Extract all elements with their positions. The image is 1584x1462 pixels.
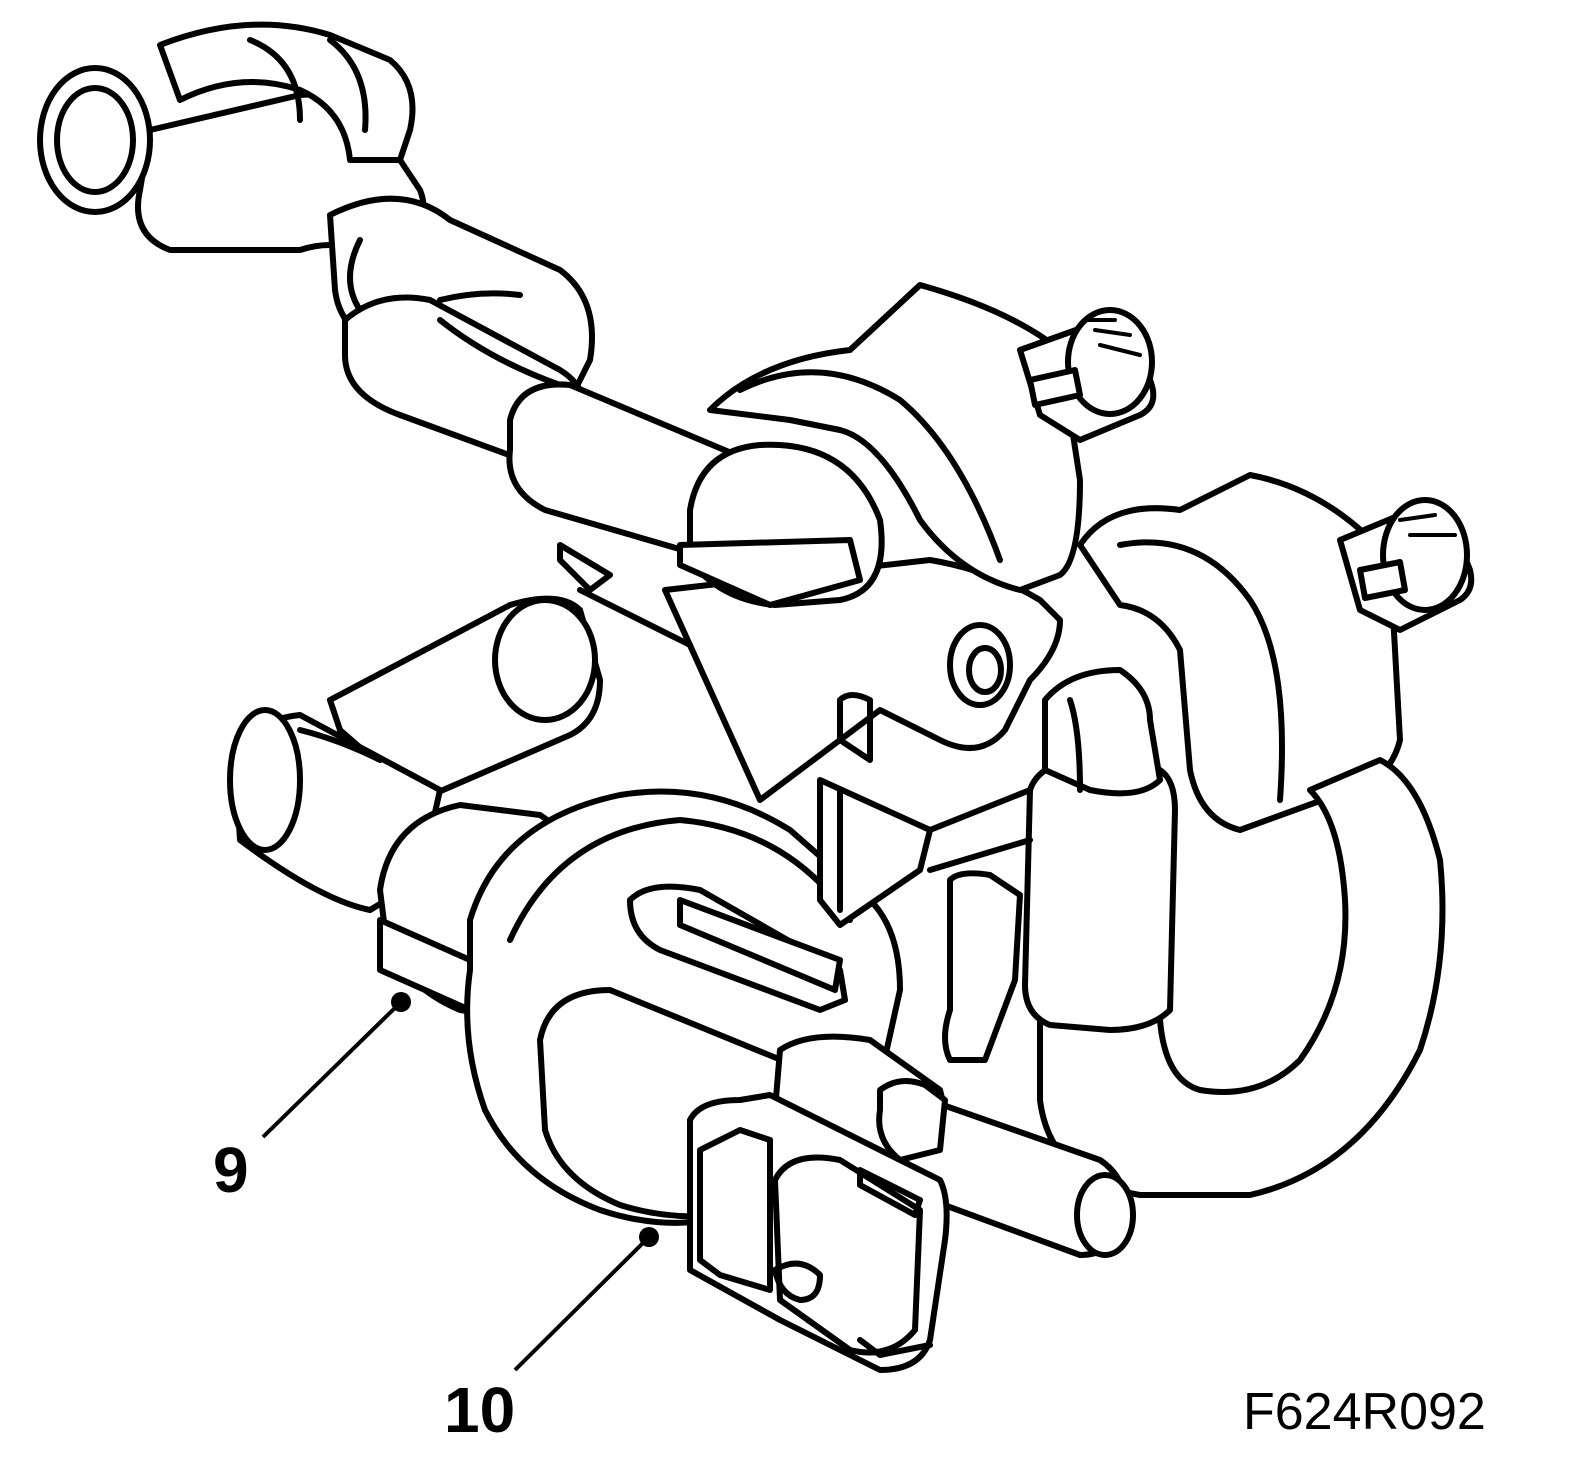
callout-9-label: 9 <box>213 1134 249 1206</box>
u-hose <box>1022 667 1446 1198</box>
upper-hose <box>37 21 595 473</box>
electrical-connector <box>687 1092 950 1373</box>
right-valve <box>1077 472 1475 833</box>
leader-9 <box>261 992 411 1139</box>
bracket-plate <box>662 557 1063 803</box>
callout-10-label: 10 <box>444 1374 516 1446</box>
upper-valve <box>677 282 1157 608</box>
mount-clips <box>817 777 1033 1063</box>
leader-10 <box>513 1227 659 1372</box>
figure-code: F624R092 <box>1243 1383 1486 1441</box>
